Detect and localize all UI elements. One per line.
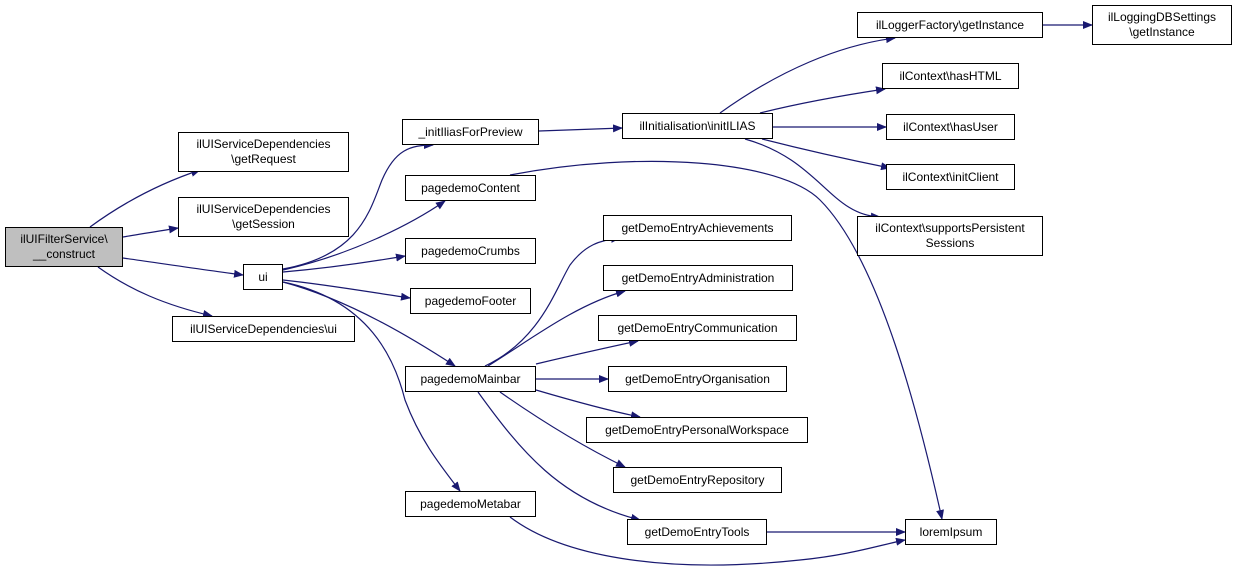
node-dep-ui-label: ilUIServiceDependencies\ui	[190, 321, 337, 336]
node-pagedemo-mainbar[interactable]: pagedemoMainbar	[405, 366, 536, 392]
node-init-ilias-for-preview[interactable]: _initIliasForPreview	[402, 119, 539, 145]
node-entry-administration-label: getDemoEntryAdministration	[621, 270, 775, 285]
edge-ui-to-pagedemo-footer	[282, 279, 411, 301]
edge-ui-to-pagedemo-metabar	[282, 281, 461, 492]
node-has-html[interactable]: ilContext\hasHTML	[882, 63, 1019, 89]
node-pagedemo-content-label: pagedemoContent	[421, 180, 520, 195]
node-ui-label: ui	[258, 269, 268, 284]
node-get-request-line-2: \getRequest	[231, 152, 296, 166]
node-entry-tools-label: getDemoEntryTools	[644, 524, 750, 539]
edge-init-ilias-to-logger-factory	[719, 35, 896, 114]
node-get-request-line-1: ilUIServiceDependencies	[196, 137, 331, 151]
node-init-client-label: ilContext\initClient	[902, 169, 999, 184]
edge-init-ilias-to-supports-persistent	[744, 138, 881, 221]
node-dep-ui[interactable]: ilUIServiceDependencies\ui	[172, 316, 355, 342]
node-init-ilias-for-preview-label: _initIliasForPreview	[418, 124, 523, 139]
node-init-ilias-label: ilInitialisation\initILIAS	[639, 118, 756, 133]
node-has-user[interactable]: ilContext\hasUser	[886, 114, 1015, 140]
edge-ui-to-pagedemo-content	[282, 200, 446, 271]
node-has-html-label: ilContext\hasHTML	[899, 68, 1002, 83]
edge-init-ilias-to-init-client	[761, 138, 891, 171]
node-logger-factory[interactable]: ilLoggerFactory\getInstance	[857, 12, 1043, 38]
edge-init-ilias-for-preview-to-init-ilias	[538, 124, 623, 133]
node-init-ilias[interactable]: ilInitialisation\initILIAS	[622, 113, 773, 139]
node-root-line-2: __construct	[32, 247, 96, 261]
edge-root-to-dep-ui	[97, 266, 213, 318]
node-pagedemo-metabar-label: pagedemoMetabar	[420, 496, 521, 511]
node-has-user-label: ilContext\hasUser	[903, 119, 998, 134]
node-entry-repository-label: getDemoEntryRepository	[630, 472, 765, 487]
node-entry-communication-label: getDemoEntryCommunication	[617, 320, 778, 335]
node-entry-organisation[interactable]: getDemoEntryOrganisation	[608, 366, 787, 392]
edge-pagedemo-metabar-to-lorem-ipsum	[509, 516, 906, 566]
node-entry-administration[interactable]: getDemoEntryAdministration	[603, 265, 793, 291]
node-entry-repository[interactable]: getDemoEntryRepository	[613, 467, 782, 493]
node-pagedemo-mainbar-label: pagedemoMainbar	[420, 371, 521, 386]
node-pagedemo-footer[interactable]: pagedemoFooter	[410, 288, 531, 314]
edge-ui-to-pagedemo-crumbs	[282, 253, 406, 273]
node-get-session-line-2: \getSession	[232, 217, 295, 231]
edge-init-ilias-to-has-html	[759, 86, 886, 114]
node-pagedemo-content[interactable]: pagedemoContent	[405, 175, 536, 201]
node-pagedemo-footer-label: pagedemoFooter	[424, 293, 517, 308]
edge-pagedemo-mainbar-to-entry-repository	[499, 391, 626, 468]
node-pagedemo-metabar[interactable]: pagedemoMetabar	[405, 491, 536, 517]
node-lorem-ipsum[interactable]: loremIpsum	[905, 519, 997, 545]
node-entry-personal-workspace[interactable]: getDemoEntryPersonalWorkspace	[586, 417, 808, 443]
node-entry-organisation-label: getDemoEntryOrganisation	[625, 371, 770, 386]
edge-pagedemo-mainbar-to-entry-achievements	[484, 234, 621, 367]
node-entry-communication[interactable]: getDemoEntryCommunication	[598, 315, 797, 341]
node-ui[interactable]: ui	[243, 264, 283, 290]
node-root[interactable]: ilUIFilterService\ __construct	[5, 227, 123, 267]
node-lorem-ipsum-label: loremIpsum	[919, 524, 983, 539]
edge-pagedemo-mainbar-to-entry-administration	[487, 289, 626, 367]
node-logging-db-settings[interactable]: ilLoggingDBSettings \getInstance	[1092, 5, 1232, 45]
edge-pagedemo-content-to-lorem-ipsum	[509, 160, 944, 520]
edge-root-to-get-session	[122, 225, 179, 238]
edge-pagedemo-mainbar-to-entry-communication	[535, 338, 639, 365]
node-pagedemo-crumbs[interactable]: pagedemoCrumbs	[405, 238, 536, 264]
node-root-line-1: ilUIFilterService\	[20, 232, 108, 246]
edge-root-to-ui	[122, 257, 244, 278]
node-get-session-line-1: ilUIServiceDependencies	[196, 202, 331, 216]
node-logging-db-settings-line-2: \getInstance	[1129, 25, 1195, 39]
node-logger-factory-label: ilLoggerFactory\getInstance	[875, 17, 1025, 32]
node-pagedemo-crumbs-label: pagedemoCrumbs	[421, 243, 520, 258]
edge-root-to-get-request	[89, 169, 201, 228]
node-supports-persistent-sessions[interactable]: ilContext\supportsPersistent Sessions	[857, 216, 1043, 256]
node-logging-db-settings-line-1: ilLoggingDBSettings	[1107, 10, 1217, 24]
node-entry-personal-workspace-label: getDemoEntryPersonalWorkspace	[605, 422, 789, 437]
edge-pagedemo-mainbar-to-entry-personal-workspace	[535, 389, 641, 420]
node-supports-persistent-sessions-line-2: Sessions	[925, 236, 975, 250]
edge-ui-to-init-ilias-for-preview	[282, 141, 434, 270]
edge-pagedemo-mainbar-to-entry-tools	[477, 391, 641, 522]
node-supports-persistent-sessions-line-1: ilContext\supportsPersistent	[875, 221, 1025, 235]
node-get-request[interactable]: ilUIServiceDependencies \getRequest	[178, 132, 349, 172]
node-entry-tools[interactable]: getDemoEntryTools	[627, 519, 767, 545]
edge-ui-to-pagedemo-mainbar	[282, 281, 456, 367]
node-init-client[interactable]: ilContext\initClient	[886, 164, 1015, 190]
node-get-session[interactable]: ilUIServiceDependencies \getSession	[178, 197, 349, 237]
node-entry-achievements[interactable]: getDemoEntryAchievements	[603, 215, 792, 241]
node-entry-achievements-label: getDemoEntryAchievements	[621, 220, 774, 235]
